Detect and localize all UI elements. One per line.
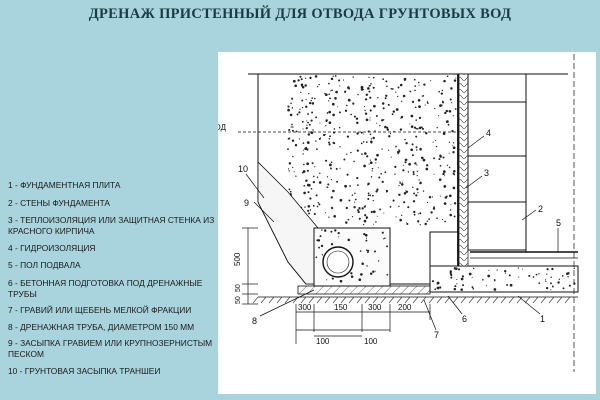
legend-item: 10 - ГРУНТОВАЯ ЗАСЫПКА ТРАНШЕИ bbox=[8, 365, 161, 376]
foundation-slab bbox=[429, 265, 579, 293]
callout-10: 10 bbox=[238, 164, 248, 174]
legend-item: 8 - ДРЕНАЖНАЯ ТРУБА, ДИАМЕТРОМ 150 ММ bbox=[8, 321, 195, 332]
drainage-cross-section-drawing: УРОВЕНЬ ГРУНТОВЫХ ВОД 4 3 2 5 6 7 1 8 10… bbox=[118, 52, 596, 394]
drainage-pipe bbox=[322, 246, 354, 278]
dim-100-left: 100 bbox=[316, 337, 330, 346]
drainage-diagram-svg: УРОВЕНЬ ГРУНТОВЫХ ВОД 4 3 2 5 6 7 1 8 10… bbox=[118, 54, 579, 372]
dimension-chain-left bbox=[242, 227, 258, 305]
legend-item: 2 - СТЕНЫ ФУНДАМЕНТА bbox=[8, 197, 111, 208]
legend-item: 5 - ПОЛ ПОДВАЛА bbox=[8, 260, 81, 271]
callout-9: 9 bbox=[244, 198, 249, 208]
gravel-stipple bbox=[315, 229, 389, 283]
callout-leaders bbox=[245, 135, 559, 331]
callout-1: 1 bbox=[540, 314, 545, 324]
legend-item: 6 - БЕТОННАЯ ПОДГОТОВКА ПОД ДРЕНАЖНЫЕ ТР… bbox=[8, 277, 203, 299]
callout-7: 7 bbox=[434, 330, 439, 340]
dimension-chain-bottom bbox=[295, 304, 431, 344]
callout-4: 4 bbox=[486, 128, 491, 138]
foundation-wall bbox=[467, 73, 527, 251]
callout-5: 5 bbox=[556, 218, 561, 228]
dim-150: 150 bbox=[334, 303, 348, 312]
legend: 1 - ФУНДАМЕНТНАЯ ПЛИТА 2 - СТЕНЫ ФУНДАМЕ… bbox=[8, 180, 230, 383]
ground-hatching bbox=[252, 296, 571, 304]
legend-item: 4 - ГИДРОИЗОЛЯЦИЯ bbox=[8, 242, 96, 253]
dim-50-upper: 50 bbox=[235, 284, 242, 292]
groundwater-label: УРОВЕНЬ ГРУНТОВЫХ ВОД bbox=[218, 123, 227, 132]
dim-200: 200 bbox=[398, 303, 412, 312]
legend-item: 7 - ГРАВИЙ ИЛИ ЩЕБЕНЬ МЕЛКОЙ ФРАКЦИИ bbox=[8, 305, 192, 316]
dim-100-right: 100 bbox=[364, 337, 378, 346]
dim-300-right: 300 bbox=[368, 303, 382, 312]
soil-stipple bbox=[287, 75, 457, 226]
callout-3: 3 bbox=[484, 168, 489, 178]
legend-item: 3 - ТЕПЛОИЗОЛЯЦИЯ ИЛИ ЗАЩИТНАЯ СТЕНКА ИЗ… bbox=[8, 215, 215, 236]
callout-6: 6 bbox=[462, 314, 467, 324]
legend-item: 9 - ЗАСЫПКА ГРАВИЕМ ИЛИ КРУПНОЗЕРНИСТЫМ … bbox=[8, 338, 213, 360]
dim-500: 500 bbox=[233, 252, 242, 266]
callout-8: 8 bbox=[252, 316, 257, 326]
dim-50-lower: 50 bbox=[235, 296, 242, 304]
dim-300-left: 300 bbox=[298, 303, 312, 312]
drainage-pipe-inner bbox=[326, 250, 350, 274]
legend-item: 1 - ФУНДАМЕНТНАЯ ПЛИТА bbox=[8, 180, 121, 190]
slab-stipple bbox=[431, 267, 576, 291]
insulation-layer bbox=[458, 73, 469, 267]
callout-2: 2 bbox=[538, 204, 543, 214]
concrete-preparation bbox=[297, 285, 431, 295]
page-title: ДРЕНАЖ ПРИСТЕННЫЙ ДЛЯ ОТВОДА ГРУНТОВЫХ В… bbox=[88, 6, 512, 22]
